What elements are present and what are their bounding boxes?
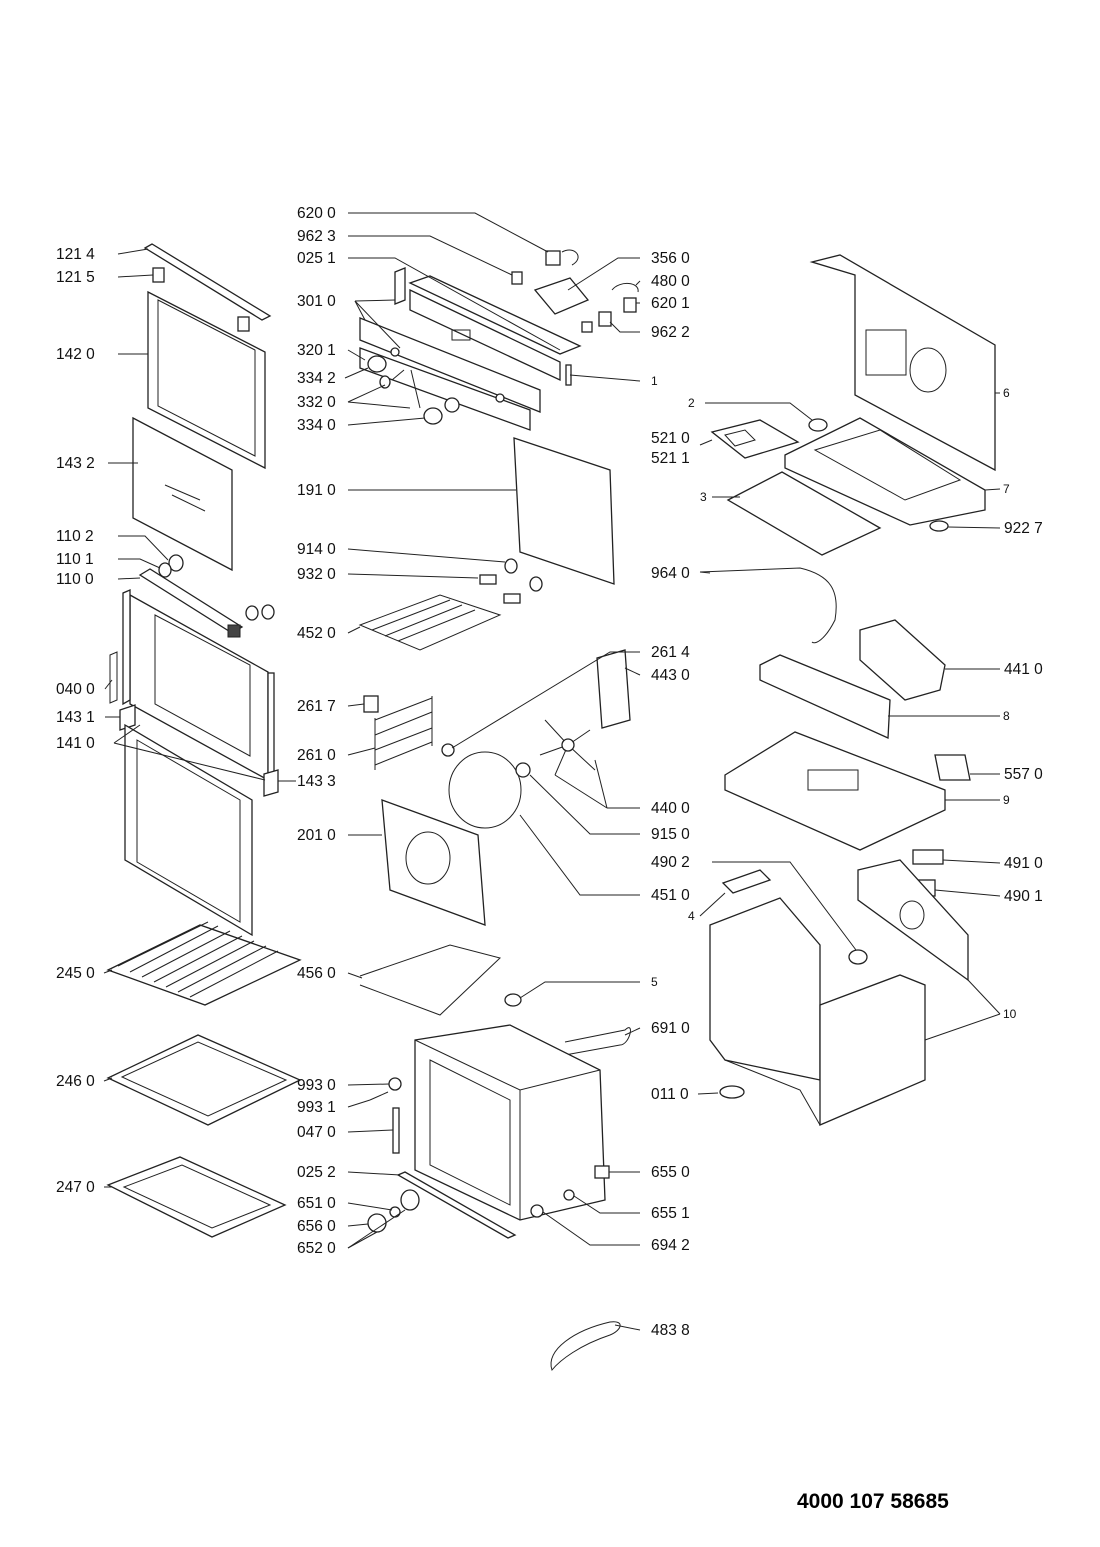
label-490-1: 490 1 [1004,888,1043,905]
label-443-0: 443 0 [651,667,690,684]
cabinet-assembly [699,254,996,1126]
label-334-2: 334 2 [297,370,336,387]
label-964-0: 964 0 [651,565,690,582]
label-9: 9 [1003,793,1010,807]
label-993-1: 993 1 [297,1099,336,1116]
label-121-5: 121 5 [56,269,95,286]
label-040-0: 040 0 [56,681,95,698]
label-356-0: 356 0 [651,250,690,267]
label-8: 8 [1003,709,1010,723]
label-932-0: 932 0 [297,566,336,583]
label-651-0: 651 0 [297,1195,336,1212]
label-121-4: 121 4 [56,246,95,263]
oven-accessories [106,921,302,1238]
label-451-0: 451 0 [651,887,690,904]
label-2: 2 [688,396,695,410]
label-047-0: 047 0 [297,1124,336,1141]
label-143-3: 143 3 [297,773,336,790]
label-490-2: 490 2 [651,854,690,871]
label-141-0: 141 0 [56,735,95,752]
label-261-4: 261 4 [651,644,690,661]
label-245-0: 245 0 [56,965,95,982]
label-301-0: 301 0 [297,293,336,310]
label-652-0: 652 0 [297,1240,336,1257]
leader-lines [103,212,1001,1331]
label-456-0: 456 0 [297,965,336,982]
document-code: 4000 107 58685 [797,1490,949,1513]
label-191-0: 191 0 [297,482,336,499]
label-261-7: 261 7 [297,698,336,715]
label-10: 10 [1003,1007,1017,1021]
label-962-3: 962 3 [297,228,336,245]
label-962-2: 962 2 [651,324,690,341]
control-panel-assembly [359,249,639,431]
label-261-0: 261 0 [297,747,336,764]
oven-cavity [367,993,631,1372]
label-110-0: 110 0 [56,571,94,588]
label-993-0: 993 0 [297,1077,336,1094]
label-480-0: 480 0 [651,273,690,290]
label-440-0: 440 0 [651,800,690,817]
label-247-0: 247 0 [56,1179,95,1196]
label-915-0: 915 0 [651,826,690,843]
door-assembly [109,243,279,937]
label-620-1: 620 1 [651,295,690,312]
label-452-0: 452 0 [297,625,336,642]
label-025-1: 025 1 [297,250,336,267]
label-025-2: 025 2 [297,1164,336,1181]
label-914-0: 914 0 [297,541,336,558]
label-491-0: 491 0 [1004,855,1043,872]
label-620-0: 620 0 [297,205,336,222]
label-691-0: 691 0 [651,1020,690,1037]
label-441-0: 441 0 [1004,661,1043,678]
fan-blade [539,719,596,776]
door-seal [513,437,615,585]
label-320-1: 320 1 [297,342,336,359]
label-656-0: 656 0 [297,1218,336,1235]
label-1: 1 [651,374,658,388]
label-5: 5 [651,975,658,989]
label-922-7: 922 7 [1004,520,1043,537]
label-521-0: 521 0 [651,430,690,447]
label-143-1: 143 1 [56,709,95,726]
label-694-2: 694 2 [651,1237,690,1254]
part-labels: 121 4 121 5 142 0 143 2 110 2 110 1 110 … [56,205,1043,1339]
label-7: 7 [1003,482,1010,496]
label-6: 6 [1003,386,1010,400]
label-332-0: 332 0 [297,394,336,411]
label-4: 4 [688,909,695,923]
label-3: 3 [700,490,707,504]
label-655-0: 655 0 [651,1164,690,1181]
heating-elements [358,558,631,1016]
label-483-8: 483 8 [651,1322,690,1339]
label-334-0: 334 0 [297,417,336,434]
label-142-0: 142 0 [56,346,95,363]
label-110-2: 110 2 [56,528,94,545]
label-110-1: 110 1 [56,551,94,568]
label-655-1: 655 1 [651,1205,690,1222]
label-246-0: 246 0 [56,1073,95,1090]
label-011-0: 011 0 [651,1086,689,1103]
label-521-1: 521 1 [651,450,690,467]
label-143-2: 143 2 [56,455,95,472]
label-557-0: 557 0 [1004,766,1043,783]
label-201-0: 201 0 [297,827,336,844]
